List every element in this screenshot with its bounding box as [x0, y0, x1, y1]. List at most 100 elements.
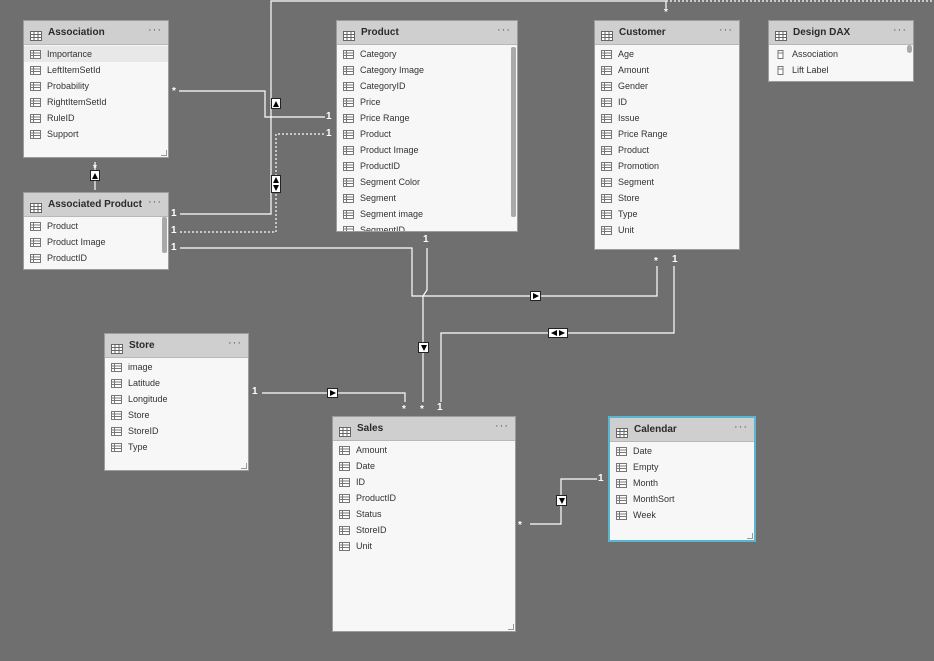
field-row[interactable]: SegmentID	[337, 222, 517, 231]
field-row[interactable]: Product	[595, 142, 739, 158]
field-row[interactable]: Store	[595, 190, 739, 206]
field-row[interactable]: Price Range	[337, 110, 517, 126]
filter-arrow-down-icon[interactable]	[556, 495, 567, 506]
field-row[interactable]: Product Image	[24, 234, 168, 250]
field-row[interactable]: StoreID	[105, 423, 248, 439]
more-options-icon[interactable]: ···	[893, 24, 907, 36]
resize-handle[interactable]	[161, 150, 167, 156]
column-icon	[30, 65, 41, 75]
field-row[interactable]: Month	[610, 475, 754, 491]
table-header[interactable]: Design DAX ···	[769, 21, 913, 45]
table-header[interactable]: Association ···	[24, 21, 168, 45]
field-row[interactable]: Max Selected	[769, 78, 913, 81]
field-row[interactable]: ID	[333, 474, 515, 490]
field-row[interactable]: Price	[337, 94, 517, 110]
table-header[interactable]: Associated Product ···	[24, 193, 168, 217]
field-row[interactable]: Segment Color	[337, 174, 517, 190]
field-row[interactable]: Date	[333, 458, 515, 474]
field-row[interactable]: Lift Label	[769, 62, 913, 78]
field-row[interactable]: Segment	[337, 190, 517, 206]
field-row[interactable]: RuleID	[24, 110, 168, 126]
more-options-icon[interactable]: ···	[148, 196, 162, 208]
field-row[interactable]: Price Range	[595, 126, 739, 142]
field-row[interactable]: Longitude	[105, 391, 248, 407]
field-row[interactable]: Empty	[610, 459, 754, 475]
field-row[interactable]: Product	[24, 218, 168, 234]
field-row[interactable]: Probability	[24, 78, 168, 94]
field-row[interactable]: ProductID	[24, 250, 168, 266]
field-row[interactable]: StoreID	[333, 522, 515, 538]
filter-arrow-up-icon[interactable]	[271, 98, 281, 109]
more-options-icon[interactable]: ···	[497, 24, 511, 36]
more-options-icon[interactable]: ···	[719, 24, 733, 36]
field-row[interactable]: MonthSort	[610, 491, 754, 507]
field-row[interactable]: Age	[595, 46, 739, 62]
field-row[interactable]: Type	[105, 439, 248, 455]
scrollbar-thumb[interactable]	[511, 47, 516, 217]
field-row[interactable]: RightItemSetId	[24, 94, 168, 110]
scrollbar-thumb[interactable]	[162, 217, 167, 253]
scrollbar-thumb[interactable]	[907, 45, 912, 53]
table-header[interactable]: Customer ···	[595, 21, 739, 45]
field-row[interactable]: ProductID	[333, 490, 515, 506]
column-icon	[30, 221, 41, 231]
table-header[interactable]: Calendar ···	[610, 418, 754, 442]
column-icon	[343, 145, 354, 155]
resize-handle[interactable]	[747, 533, 753, 539]
filter-arrow-right-icon[interactable]	[530, 291, 541, 301]
field-row[interactable]: Date	[610, 443, 754, 459]
field-row[interactable]: Segment image	[337, 206, 517, 222]
field-row[interactable]: LeftItemSetId	[24, 62, 168, 78]
field-row[interactable]: ID	[595, 94, 739, 110]
field-row[interactable]: Support	[24, 126, 168, 142]
field-row[interactable]: Issue	[595, 110, 739, 126]
field-row[interactable]: Segment	[595, 174, 739, 190]
field-row[interactable]: Amount	[333, 442, 515, 458]
field-row[interactable]: Store	[105, 407, 248, 423]
field-row[interactable]: Association	[769, 46, 913, 62]
table-header[interactable]: Store ···	[105, 334, 248, 358]
field-row[interactable]: ProductID	[337, 158, 517, 174]
filter-arrow-right-icon[interactable]	[327, 388, 338, 398]
field-row[interactable]: Category	[337, 46, 517, 62]
field-row[interactable]: Product	[337, 126, 517, 142]
field-row[interactable]: image	[105, 359, 248, 375]
more-options-icon[interactable]: ···	[228, 337, 242, 349]
more-options-icon[interactable]: ···	[495, 420, 509, 432]
more-options-icon[interactable]: ···	[734, 421, 748, 433]
field-row[interactable]: Type	[595, 206, 739, 222]
field-row[interactable]: Amount	[595, 62, 739, 78]
field-row[interactable]: Product Image	[337, 142, 517, 158]
field-row[interactable]: Status	[333, 506, 515, 522]
more-options-icon[interactable]: ···	[148, 24, 162, 36]
field-row[interactable]: Latitude	[105, 375, 248, 391]
table-header[interactable]: Sales ···	[333, 417, 515, 441]
field-row[interactable]: Week	[610, 507, 754, 523]
column-icon	[339, 445, 350, 455]
field-row[interactable]: Promotion	[595, 158, 739, 174]
filter-arrow-down-icon[interactable]	[418, 342, 429, 353]
filter-arrow-up-icon[interactable]	[90, 170, 100, 181]
column-icon	[343, 81, 354, 91]
field-row[interactable]: CategoryID	[337, 78, 517, 94]
table-header[interactable]: Product ···	[337, 21, 517, 45]
field-row[interactable]: Unit	[595, 222, 739, 238]
field-row[interactable]: Gender	[595, 78, 739, 94]
field-row[interactable]: Importance	[24, 46, 168, 62]
cardinality-one: 1	[437, 402, 443, 413]
resize-handle[interactable]	[241, 463, 247, 469]
filter-arrow-both-horizontal-icon[interactable]	[548, 328, 568, 338]
field-row[interactable]: Category Image	[337, 62, 517, 78]
field-row[interactable]: Unit	[333, 538, 515, 554]
resize-handle[interactable]	[508, 624, 514, 630]
filter-arrow-both-vertical-icon[interactable]	[271, 175, 281, 193]
